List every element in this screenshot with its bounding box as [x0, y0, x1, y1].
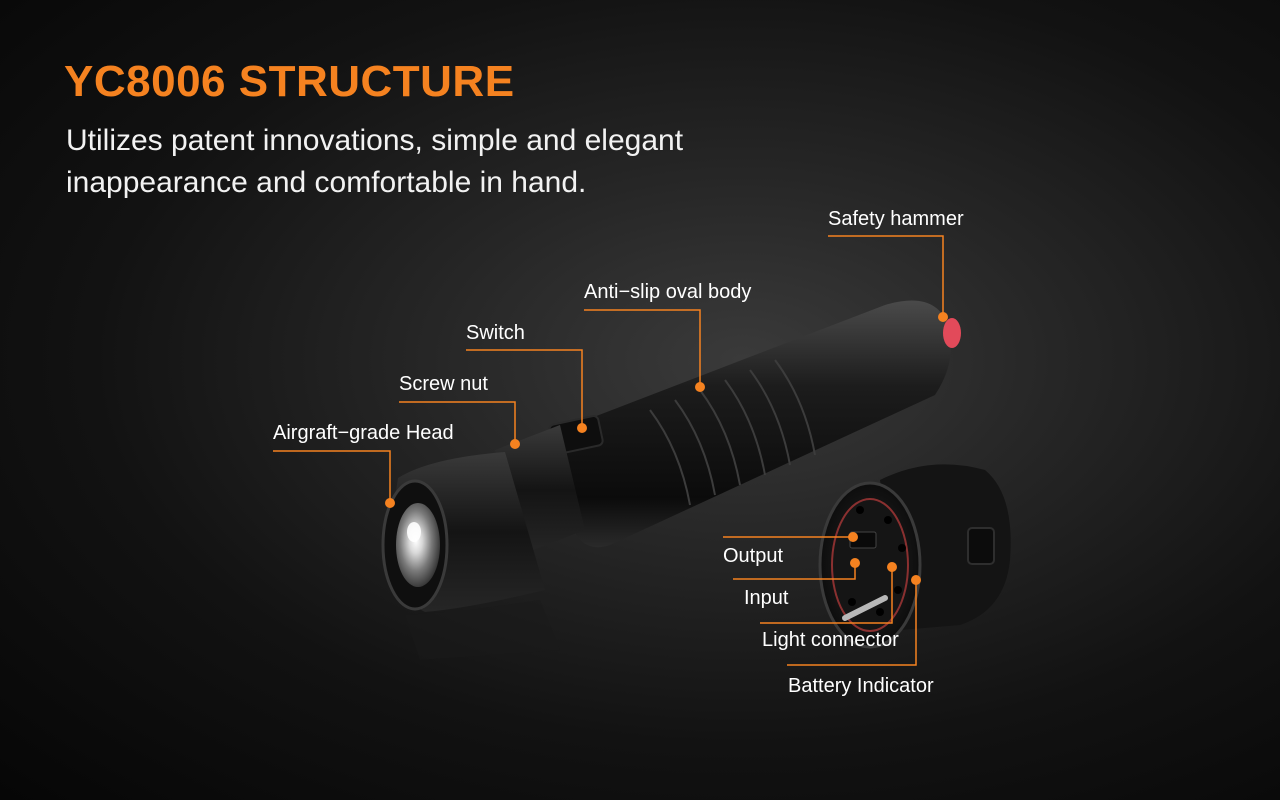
- callout-light-connector: Light connector: [762, 629, 899, 651]
- tail-cap-icon: [818, 464, 1011, 649]
- page-subtitle: Utilizes patent innovations, simple and …: [66, 120, 683, 204]
- callout-safety-hammer: Safety hammer: [828, 208, 964, 230]
- callout-switch: Switch: [466, 322, 525, 344]
- callout-anti-slip-body: Anti−slip oval body: [584, 281, 752, 303]
- flashlight-icon: [381, 300, 961, 660]
- callout-battery-indicator: Battery Indicator: [788, 675, 934, 697]
- page-title: YC8006 STRUCTURE: [64, 57, 515, 106]
- subtitle-line-1: Utilizes patent innovations, simple and …: [66, 124, 684, 157]
- callout-input: Input: [744, 587, 789, 609]
- subtitle-line-2: inappearance and comfortable in hand.: [66, 166, 587, 199]
- callout-lines: [273, 235, 944, 666]
- callout-output: Output: [723, 545, 784, 567]
- callout-head: Airgraft−grade Head: [273, 422, 454, 444]
- callout-dots: [385, 312, 948, 585]
- callout-screw-nut: Screw nut: [399, 373, 488, 395]
